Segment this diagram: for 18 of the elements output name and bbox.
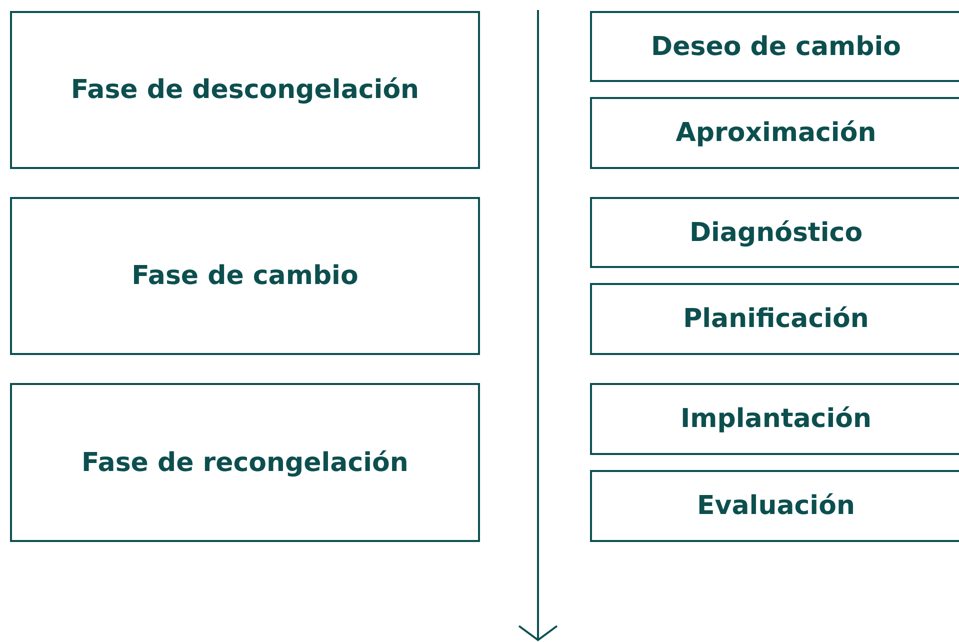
- phase-box: [10, 11, 480, 169]
- phase-title: Fase de cambio: [132, 261, 358, 291]
- step-title: Deseo de cambio: [651, 32, 901, 62]
- step-box: [590, 97, 959, 169]
- step-title: Implantación: [680, 404, 872, 434]
- step-box: [590, 11, 959, 82]
- step-title: Aproximación: [676, 118, 876, 148]
- step-box: [590, 197, 959, 268]
- phase-title: Fase de recongelación: [82, 448, 408, 478]
- phase-box: [10, 197, 480, 355]
- step-title: Evaluación: [697, 491, 855, 521]
- phase-title: Fase de descongelación: [70, 75, 420, 105]
- step-title: Diagnóstico: [689, 218, 863, 248]
- step-box: [590, 283, 959, 355]
- phase-box: [10, 383, 480, 542]
- step-box: [590, 383, 959, 455]
- step-box: [590, 470, 959, 542]
- step-title: Planificación: [683, 304, 869, 334]
